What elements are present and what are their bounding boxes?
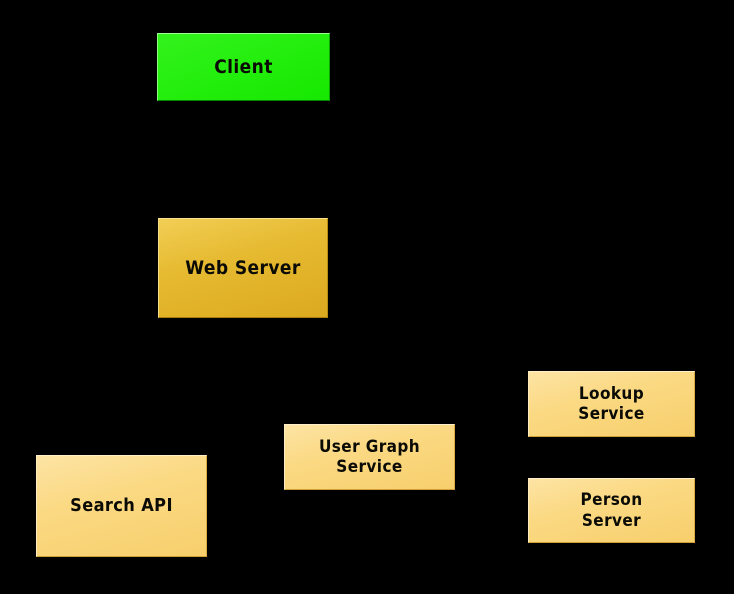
node-label-person-server: Person Server	[580, 490, 643, 531]
node-user-graph-service[interactable]: User Graph Service	[284, 424, 455, 490]
node-client[interactable]: Client	[157, 33, 330, 101]
node-lookup-service[interactable]: Lookup Service	[528, 371, 695, 437]
node-label-user-graph-service: User Graph Service	[318, 436, 421, 477]
node-web-server[interactable]: Web Server	[158, 218, 328, 318]
node-label-web-server: Web Server	[185, 256, 301, 279]
node-label-client: Client	[214, 55, 273, 78]
node-label-lookup-service: Lookup Service	[578, 383, 645, 424]
node-label-search-api: Search API	[70, 495, 173, 517]
node-search-api[interactable]: Search API	[36, 455, 207, 557]
node-person-server[interactable]: Person Server	[528, 478, 695, 543]
